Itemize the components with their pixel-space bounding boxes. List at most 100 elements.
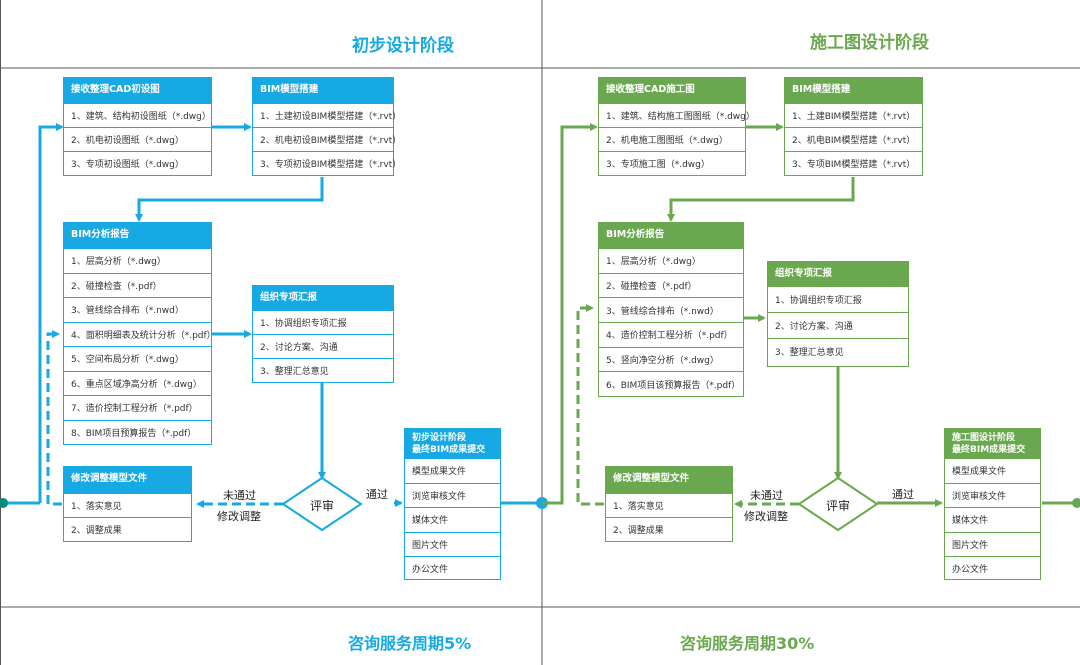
right-connectors xyxy=(542,123,1080,507)
left-start-node xyxy=(0,498,8,508)
right-footer-title: 咨询服务周期30% xyxy=(680,634,815,653)
list-item: 2、机电施工图图纸（*.dwg） xyxy=(599,127,745,151)
list-item: 2、调整成果 xyxy=(606,517,732,541)
list-item: 6、重点区域净高分析（*.dwg） xyxy=(64,370,211,396)
right-deliver-box: 施工图设计阶段 最终BIM成果提交 模型成果文件 浏览审核文件 媒体文件 图片文… xyxy=(944,428,1041,580)
right-dashed-connectors xyxy=(576,304,799,508)
left-review-diamond xyxy=(281,476,363,532)
left-fail-label-1: 未通过 xyxy=(223,489,256,502)
bim-to-analysis-arrow xyxy=(135,177,324,222)
right-bim-model-box: BIM模型搭建 1、土建BIM模型搭建（*.rvt） 2、机电BIM模型搭建（*… xyxy=(784,77,923,176)
right-fail-label-1: 未通过 xyxy=(750,489,783,502)
list-item: 1、落实意见 xyxy=(606,493,732,517)
right-end-node xyxy=(1072,498,1080,508)
list-item: 2、讨论方案、沟通 xyxy=(768,312,908,338)
left-connectors xyxy=(4,123,542,507)
list-item: 办公文件 xyxy=(945,556,1040,581)
list-item: 1、建筑、结构施工图图纸（*.dwg） xyxy=(599,103,755,127)
list-item: 1、土建BIM模型搭建（*.rvt） xyxy=(785,103,922,127)
list-item: 2、碰撞检查（*.pdf） xyxy=(599,272,743,298)
right-fail-label-2: 修改调整 xyxy=(744,510,788,523)
right-revise-header: 修改调整模型文件 xyxy=(606,467,732,493)
left-cad-header: 接收整理CAD初设图 xyxy=(64,78,211,103)
r-bim-to-analysis-arrow xyxy=(667,177,855,222)
right-meeting-box: 组织专项汇报 1、协调组织专项汇报 2、讨论方案、沟通 3、整理汇总意见 xyxy=(767,261,909,367)
list-item: 3、专项施工图（*.dwg） xyxy=(599,151,745,175)
list-item: 2、讨论方案、沟通 xyxy=(253,334,393,358)
right-review-diamond xyxy=(797,476,879,532)
left-bim-model-box: BIM模型搭建 1、土建初设BIM模型搭建（*.rvt） 2、机电初设BIM模型… xyxy=(252,77,401,176)
left-meeting-box: 组织专项汇报 1、协调组织专项汇报 2、讨论方案、沟通 3、整理汇总意见 xyxy=(252,285,394,383)
right-analysis-header: BIM分析报告 xyxy=(599,223,743,248)
left-cad-box: 接收整理CAD初设图 1、建筑、结构初设图纸（*.dwg） 2、机电初设图纸（*… xyxy=(63,77,212,176)
list-item: 模型成果文件 xyxy=(405,458,500,483)
right-review-label: 评审 xyxy=(826,499,851,513)
list-item: 媒体文件 xyxy=(405,507,500,532)
list-item: 2、碰撞检查（*.pdf） xyxy=(64,272,211,298)
left-pass-label: 通过 xyxy=(366,488,388,501)
left-to-cad-arrow xyxy=(38,123,64,503)
list-item: 图片文件 xyxy=(945,531,1040,557)
list-item: 4、造价控制工程分析（*.pdf） xyxy=(599,322,743,347)
list-item: 1、协调组织专项汇报 xyxy=(253,310,393,334)
left-dashed-connectors xyxy=(46,330,283,508)
list-item: 4、面积明细表及统计分析（*.pdf） xyxy=(64,321,216,347)
revise-to-analysis-dashed-arrow xyxy=(46,330,62,506)
list-item: 1、落实意见 xyxy=(64,493,191,517)
list-item: 3、专项初设图纸（*.dwg） xyxy=(64,151,211,175)
right-phase-title: 施工图设计阶段 xyxy=(810,33,929,53)
left-analysis-box: BIM分析报告 1、层高分析（*.dwg） 2、碰撞检查（*.pdf） 3、管线… xyxy=(63,222,216,445)
list-item: 1、建筑、结构初设图纸（*.dwg） xyxy=(64,103,211,127)
left-meeting-header: 组织专项汇报 xyxy=(253,286,393,310)
list-item: 3、整理汇总意见 xyxy=(253,358,393,382)
list-item: 2、机电初设图纸（*.dwg） xyxy=(64,127,211,151)
list-item: 3、专项初设BIM模型搭建（*.rvt） xyxy=(253,151,401,175)
list-item: 浏览审核文件 xyxy=(945,482,1040,508)
list-item: 办公文件 xyxy=(405,556,500,581)
left-deliver-header-line1: 初步设计阶段 xyxy=(412,433,467,443)
right-cad-box: 接收整理CAD施工图 1、建筑、结构施工图图纸（*.dwg） 2、机电施工图图纸… xyxy=(598,77,755,176)
list-item: 图片文件 xyxy=(405,531,500,557)
r-revise-to-analysis-dashed-arrow xyxy=(576,304,604,506)
right-pass-label: 通过 xyxy=(892,488,914,501)
right-to-cad-arrow xyxy=(542,123,598,505)
list-item: 1、协调组织专项汇报 xyxy=(768,286,908,312)
right-cad-header: 接收整理CAD施工图 xyxy=(599,78,745,103)
list-item: 8、BIM项目预算报告（*.pdf） xyxy=(64,419,211,445)
left-footer-title: 咨询服务周期5% xyxy=(348,634,472,653)
left-deliver-box: 初步设计阶段 最终BIM成果提交 模型成果文件 浏览审核文件 媒体文件 图片文件… xyxy=(404,428,501,580)
list-item: 1、层高分析（*.dwg） xyxy=(599,248,743,273)
list-item: 2、机电初设BIM模型搭建（*.rvt） xyxy=(253,127,401,151)
left-deliver-header-line2: 最终BIM成果提交 xyxy=(412,445,486,455)
list-item: 3、管线综合排布（*.nwd） xyxy=(64,297,211,322)
list-item: 浏览审核文件 xyxy=(405,482,500,508)
right-revise-box: 修改调整模型文件 1、落实意见 2、调整成果 xyxy=(605,466,733,542)
left-fail-label-2: 修改调整 xyxy=(217,510,261,523)
list-item: 3、整理汇总意见 xyxy=(768,338,908,364)
list-item: 3、管线综合排布（*.nwd） xyxy=(599,297,743,322)
left-phase-title: 初步设计阶段 xyxy=(352,36,454,56)
list-item: 媒体文件 xyxy=(945,507,1040,532)
list-item: 5、竖向净空分析（*.dwg） xyxy=(599,346,743,372)
list-item: 2、调整成果 xyxy=(64,517,191,541)
right-meeting-header: 组织专项汇报 xyxy=(768,262,908,286)
left-review-label: 评审 xyxy=(310,499,335,513)
list-item: 1、土建初设BIM模型搭建（*.rvt） xyxy=(253,103,401,127)
list-item: 1、层高分析（*.dwg） xyxy=(64,248,211,273)
list-item: 3、专项BIM模型搭建（*.rvt） xyxy=(785,151,922,175)
list-item: 模型成果文件 xyxy=(945,458,1040,483)
right-deliver-header-line1: 施工图设计阶段 xyxy=(952,433,1016,443)
left-analysis-header: BIM分析报告 xyxy=(64,223,211,248)
left-revise-header: 修改调整模型文件 xyxy=(64,467,191,493)
list-item: 2、机电BIM模型搭建（*.rvt） xyxy=(785,127,922,151)
right-analysis-box: BIM分析报告 1、层高分析（*.dwg） 2、碰撞检查（*.pdf） 3、管线… xyxy=(598,222,744,397)
right-bim-model-header: BIM模型搭建 xyxy=(785,78,922,103)
right-deliver-header: 施工图设计阶段 最终BIM成果提交 xyxy=(945,429,1040,458)
left-bim-model-header: BIM模型搭建 xyxy=(253,78,393,103)
left-revise-box: 修改调整模型文件 1、落实意见 2、调整成果 xyxy=(63,466,192,542)
list-item: 7、造价控制工程分析（*.pdf） xyxy=(64,395,211,420)
left-deliver-header: 初步设计阶段 最终BIM成果提交 xyxy=(405,429,500,458)
